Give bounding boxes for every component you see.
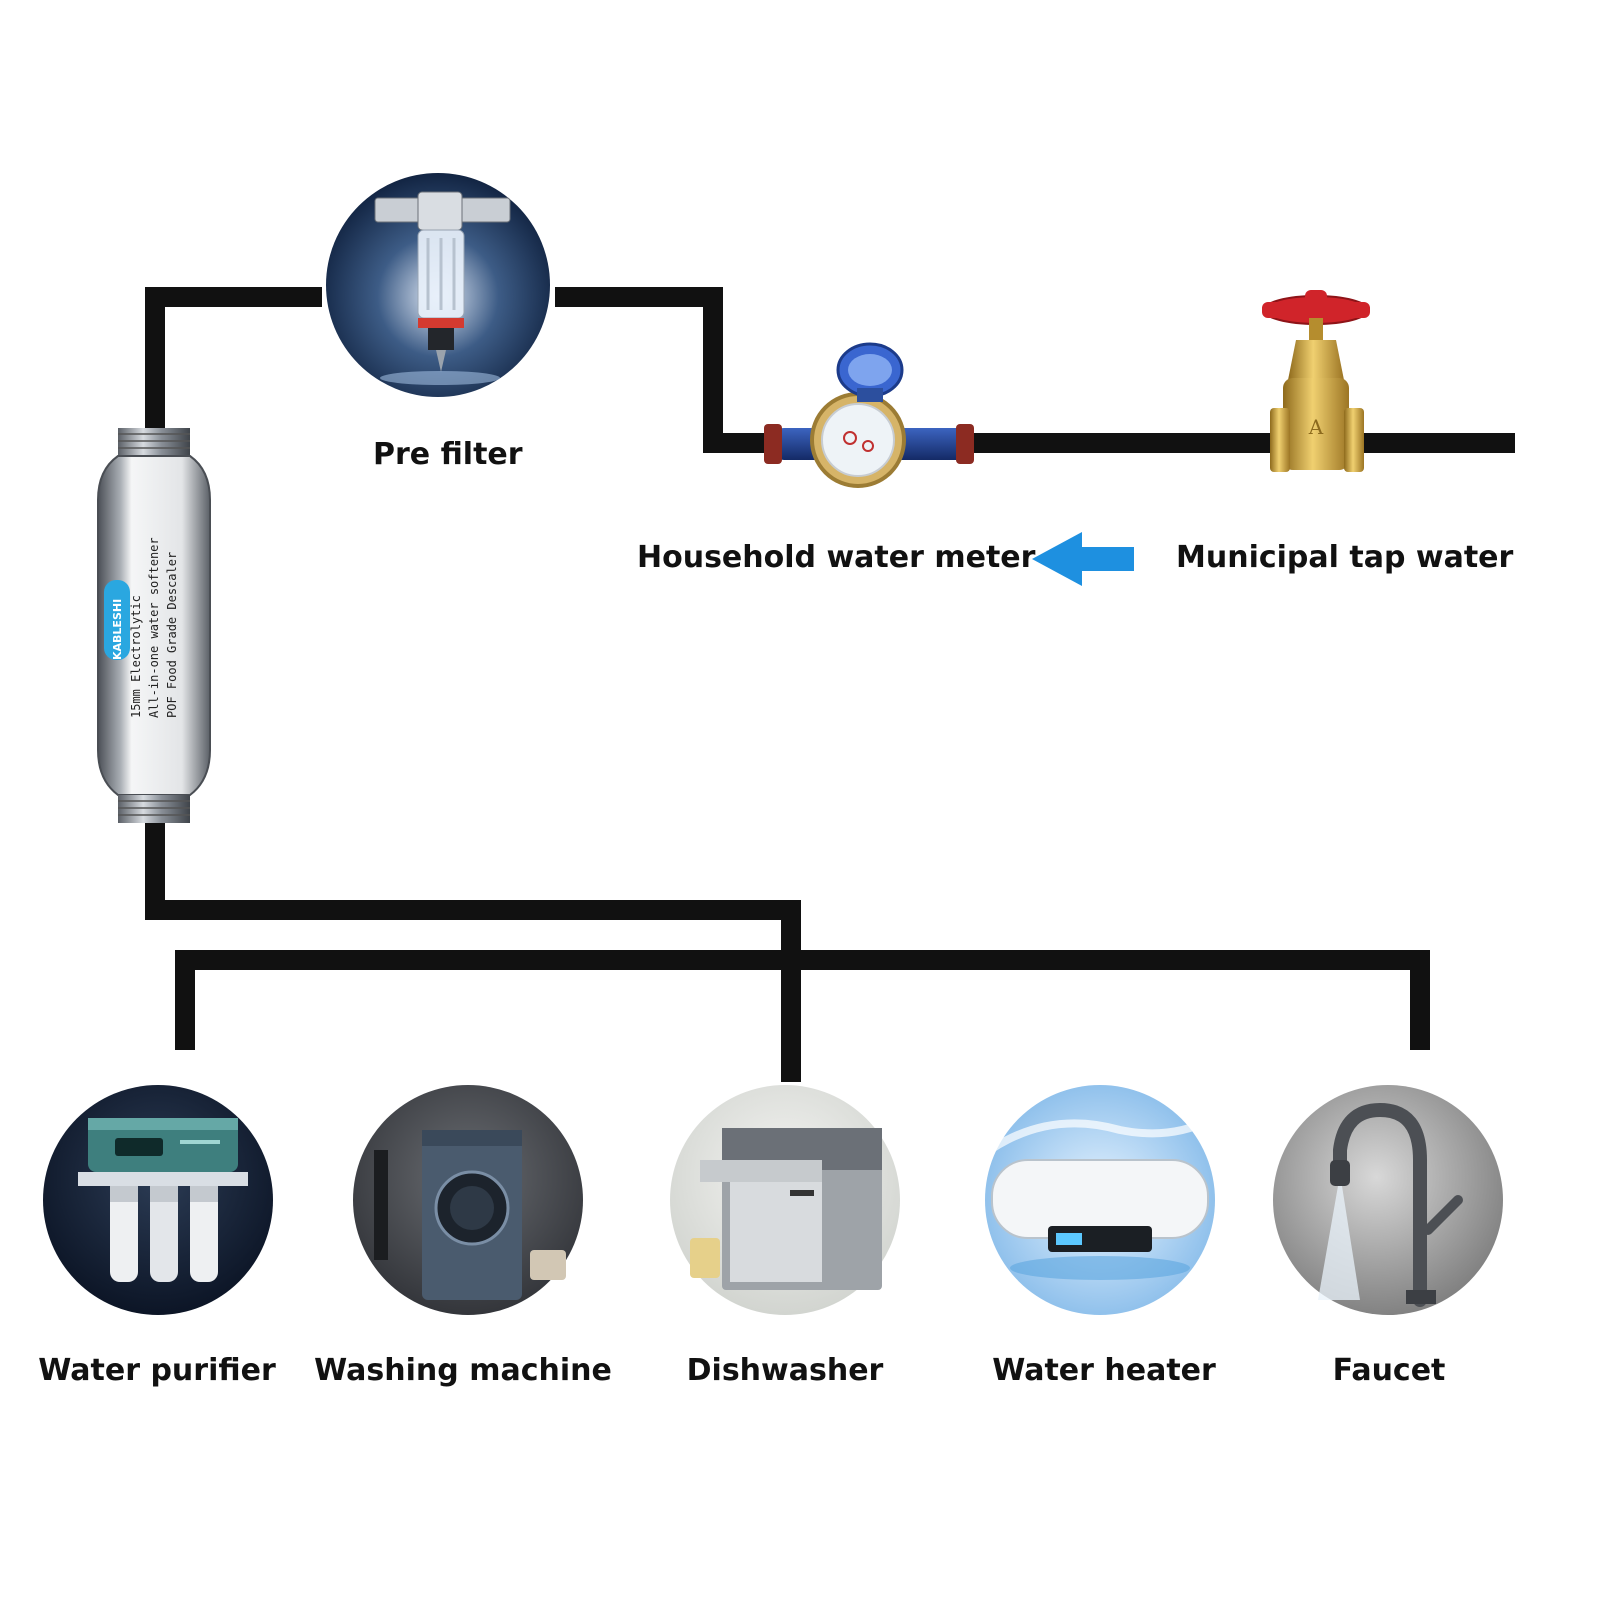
water-heater-image [985, 1085, 1215, 1315]
water-purifier-image [43, 1085, 273, 1315]
water-purifier-label: Water purifier [38, 1353, 276, 1388]
softener-brand: KABLESHI [111, 599, 124, 660]
svg-text:A: A [1308, 415, 1324, 439]
water-heater-label: Water heater [992, 1353, 1216, 1388]
washing-machine-label: Washing machine [314, 1353, 612, 1388]
municipal-tap-water-label: Municipal tap water [1176, 540, 1514, 575]
pipe-softener-to-branch [145, 823, 801, 1082]
faucet-label: Faucet [1332, 1353, 1446, 1388]
gate-valve-image: A [1262, 290, 1370, 472]
faucet-image [1273, 1085, 1503, 1315]
pre-filter-label: Pre filter [373, 437, 523, 472]
dishwasher-image [670, 1085, 900, 1315]
softener-line-1: 15mm Electrolytic [129, 595, 143, 718]
pipe-network [145, 287, 1515, 1082]
softener-line-2: All-in-one water softener [147, 537, 161, 718]
dishwasher-label: Dishwasher [686, 1353, 884, 1388]
household-water-meter-label: Household water meter [637, 540, 1036, 575]
softener-line-3: POF Food Grade Descaler [165, 552, 179, 718]
pipe-distribution-manifold [175, 950, 1430, 1050]
pipe-softener-to-prefilter [145, 287, 322, 430]
prefilter-image [326, 173, 550, 397]
water-softener-image: KABLESHI 15mm Electrolytic All-in-one wa… [97, 428, 211, 823]
pipe-prefilter-to-meter [555, 287, 775, 453]
washing-machine-image [353, 1085, 583, 1315]
water-meter-image [764, 342, 974, 488]
left-arrow-icon [1032, 532, 1134, 586]
